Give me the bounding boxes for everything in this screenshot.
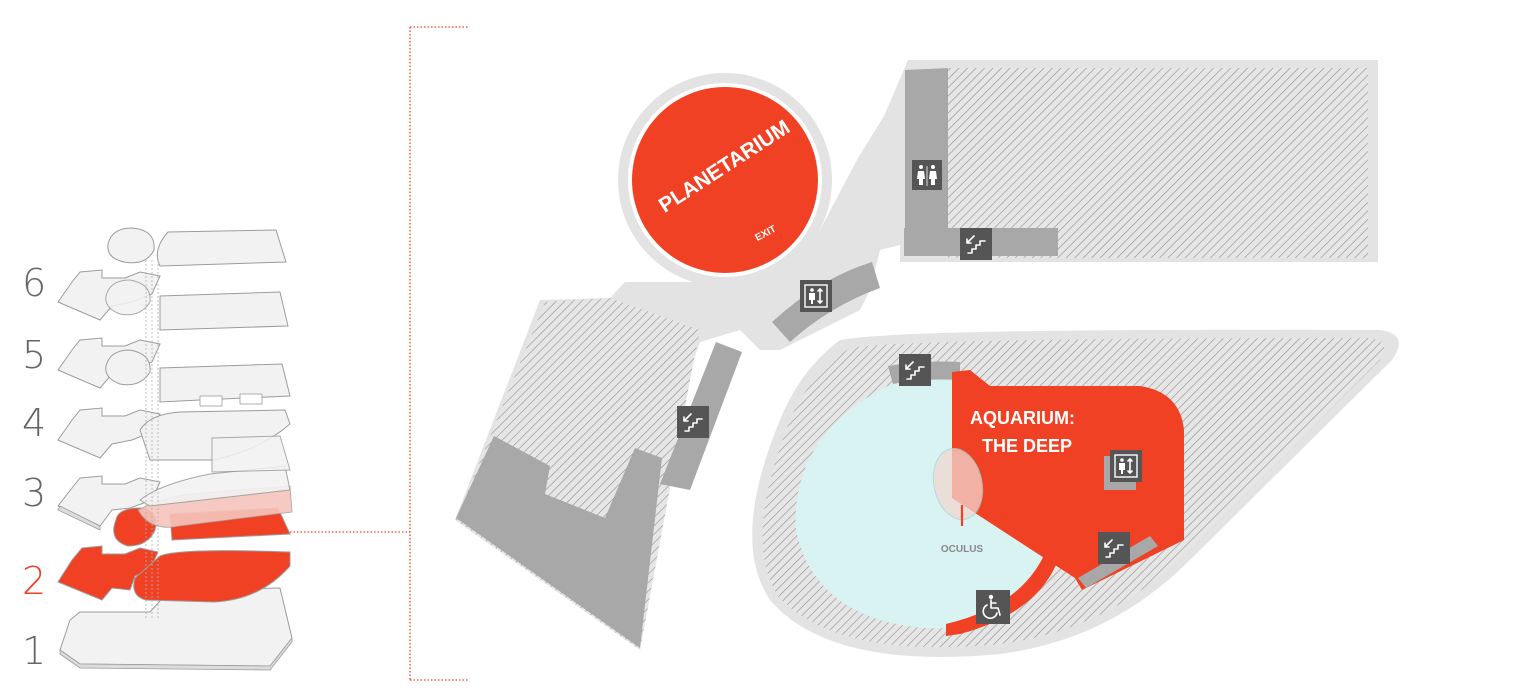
- floor-3-slab[interactable]: [57, 465, 291, 531]
- stairs-icon[interactable]: [899, 354, 931, 386]
- floor-5-label[interactable]: 5: [22, 333, 46, 377]
- accessible-icon[interactable]: [976, 590, 1010, 624]
- oculus: [932, 447, 984, 521]
- floor-6-slab[interactable]: [57, 227, 287, 321]
- floor-6-label[interactable]: 6: [22, 261, 46, 305]
- elevator-icon[interactable]: [800, 280, 832, 312]
- core-guidelines: [145, 260, 159, 620]
- floor-2-label[interactable]: 2: [22, 559, 46, 603]
- oculus-label: OCULUS: [941, 544, 984, 555]
- west-wing: [456, 298, 742, 650]
- aquarium-label-line1: AQUARIUM:: [970, 408, 1075, 428]
- aquarium-label-line2: THE DEEP: [982, 436, 1072, 456]
- restroom-icon[interactable]: [912, 160, 942, 190]
- water-area: [795, 374, 1048, 629]
- stairs-icon[interactable]: [1098, 532, 1130, 564]
- planetarium-dome[interactable]: [632, 87, 818, 273]
- elevator-icon[interactable]: [1110, 450, 1142, 482]
- floor-3-label[interactable]: 3: [22, 471, 46, 515]
- floor-1-label[interactable]: 1: [22, 629, 46, 673]
- stairs-icon[interactable]: [960, 228, 992, 260]
- floor-5-slab[interactable]: [57, 291, 289, 389]
- stairs-icon[interactable]: [677, 406, 709, 438]
- floor-4-label[interactable]: 4: [22, 401, 46, 445]
- floor-stack: 6 5 4 3 2 1: [22, 227, 293, 673]
- floor-4-slab[interactable]: [57, 363, 291, 473]
- selection-bracket: [290, 26, 468, 681]
- floor-1-slab[interactable]: [59, 587, 293, 671]
